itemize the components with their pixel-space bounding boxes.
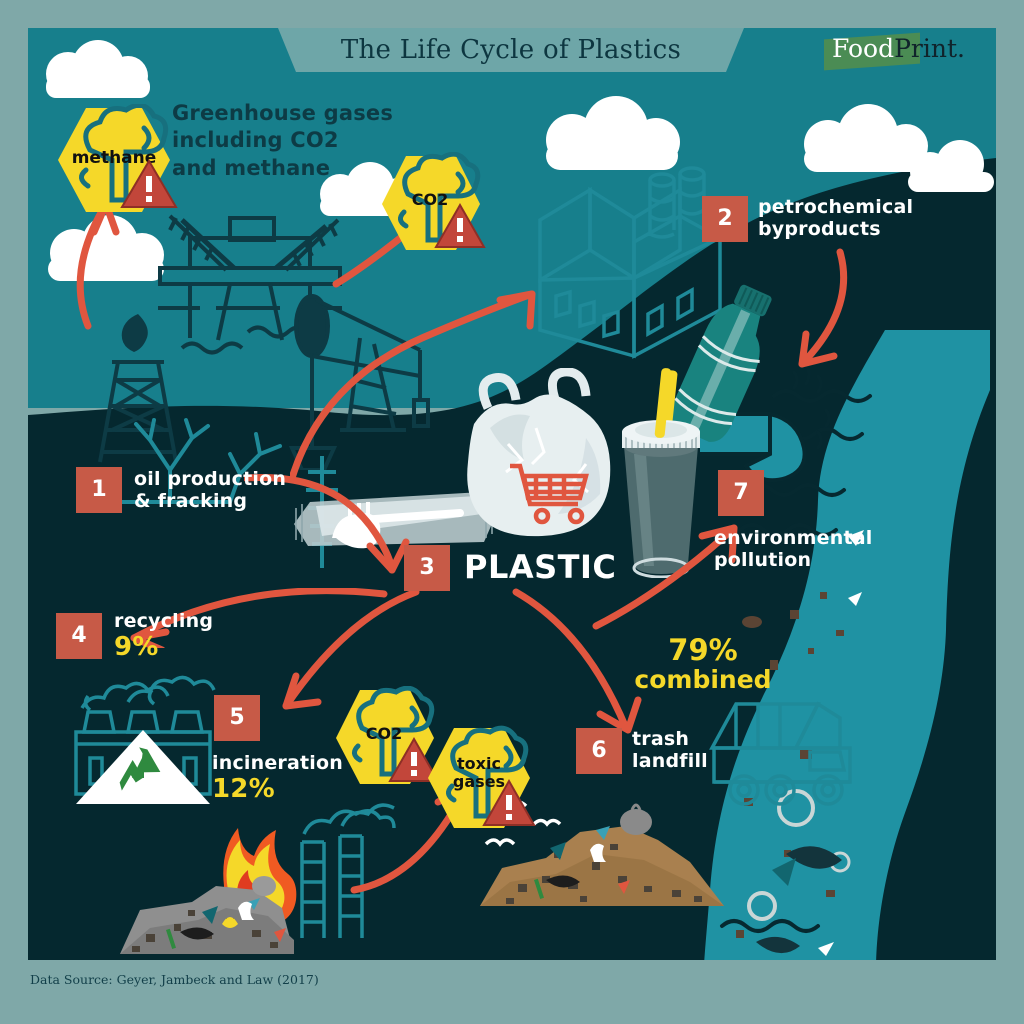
cloud-icon [48,215,164,281]
combined-percentage-annotation: 79% combined [628,634,778,694]
co2-label-top: CO2 [411,190,449,209]
logo-print-text: Print. [894,34,965,63]
methane-badge: methane [56,104,178,216]
logo-food-text: Food [832,34,895,63]
step-1-number[interactable]: 1 [76,467,122,513]
methane-label: methane [71,148,157,168]
cloud-icon [46,40,150,98]
petrochemical-factory-icon [538,166,724,359]
step-3-number[interactable]: 3 [404,545,450,591]
co2-label-incineration: CO2 [365,724,403,743]
frame-left [0,0,28,1024]
dump-truck-icon [709,701,852,806]
polluted-river [700,330,990,970]
step-5-label: incineration 12% [212,752,392,805]
frame-bottom [0,960,1024,1024]
frame-top [0,0,1024,28]
step-2-label-line1: petrochemical [758,196,914,218]
step-4-percent: 9% [114,632,159,663]
cloud-icon [908,140,994,192]
arrow-plastic-to-pollution [592,524,738,630]
wrapped-plastic-fork-icon [294,492,498,549]
smokestack-icon [300,803,396,938]
fracture-lines-icon [112,418,282,504]
toxic-label-line2: gases [452,772,506,791]
greenhouse-line-1: Greenhouse gases [172,101,394,125]
title-banner [278,28,744,72]
toxic-gases-badge: toxic gases [424,724,536,832]
plastic-bottle-icon [671,284,772,442]
step-6-label: trash landfill [632,728,772,773]
cloud-icon [546,96,680,170]
step-7-label-line2: pollution [714,549,812,572]
step-3-label: PLASTIC [464,548,617,586]
data-source-credit: Data Source: Geyer, Jambeck and Law (201… [30,972,319,987]
plastic-bag-icon [467,368,611,537]
outfall-pipe [700,362,831,483]
greenhouse-gases-annotation: Greenhouse gases including CO2 and metha… [172,100,442,182]
step-1-label: oil production & fracking [134,468,314,513]
incineration-burning-pile-icon [120,803,396,954]
step-7-label-line1: environmental [714,527,873,549]
step-2-number[interactable]: 2 [702,196,748,242]
step-4-number[interactable]: 4 [56,613,102,659]
toxic-label-line1: toxic [457,754,501,773]
co2-badge-incineration: CO2 [332,686,440,788]
step-7-number[interactable]: 7 [718,470,764,516]
step-5-label-line1: incineration [212,752,343,774]
step-4-label-line1: recycling [114,610,214,632]
step-5-percent: 12% [212,774,275,805]
plastic-cup-with-straw-icon [622,368,700,578]
arrow-oil-to-factory [290,290,536,482]
arrow-oil-label-to-plastic [244,473,410,574]
step-6-label-line1: trash [632,728,690,750]
step-2-label: petrochemical byproducts [758,196,958,241]
arrow-plastic-to-landfill [512,588,642,734]
greenhouse-line-3: and methane [172,155,331,180]
step-2-label-line2: byproducts [758,218,881,241]
combined-percent-value: 79% [668,633,738,667]
landfill-pile-icon [480,800,724,906]
gas-flare-derrick-icon [98,314,178,463]
greenhouse-line-2: including CO2 [172,128,339,153]
arrow-plastic-to-incineration [282,588,420,710]
step-6-number[interactable]: 6 [576,728,622,774]
foodprint-logo: FoodPrint. [824,32,984,73]
step-4-label: recycling 9% [114,610,274,663]
frame-right [996,0,1024,1024]
arrow-factory-to-bottle [798,248,848,368]
step-5-number[interactable]: 5 [214,695,260,741]
step-6-label-line2: landfill [632,750,708,773]
page-title: The Life Cycle of Plastics [340,35,682,65]
co2-badge-top: CO2 [378,152,486,254]
combined-percent-label: combined [634,665,772,695]
step-1-label-line2: & fracking [134,490,248,513]
step-1-label-line1: oil production [134,468,287,490]
arrow-plastic-to-recycling [130,588,388,648]
recycling-facility-icon [74,675,216,804]
step-7-label: environmental pollution [714,527,904,572]
